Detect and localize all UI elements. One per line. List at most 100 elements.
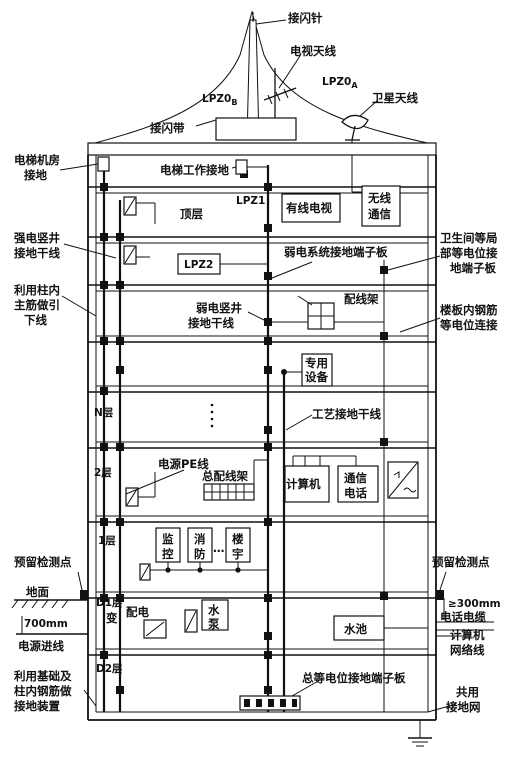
continuation-dot — [210, 424, 214, 428]
bonding-block — [380, 592, 388, 600]
parapet — [87, 142, 437, 156]
bonding-block — [264, 594, 272, 602]
label-depth-700: 700mm — [24, 618, 68, 630]
panel-diagonal — [124, 246, 136, 264]
label-pump-1: 水 — [208, 603, 220, 617]
label-common-grid-1: 共用 — [456, 685, 479, 699]
label-column-rebar-2: 主筋做引 — [14, 298, 60, 312]
bonding-block — [380, 266, 388, 274]
label-dedicated: 专用 — [305, 356, 328, 370]
bonding-block — [116, 281, 124, 289]
label-foundation-3: 接地装置 — [14, 699, 60, 713]
label-weak-shaft-trunk: 接地干线 — [188, 316, 234, 330]
label-equipotential-bond: 等电位连接 — [439, 318, 498, 332]
label-lightning-rod: 接闪针 — [288, 11, 323, 25]
bonding-block — [100, 337, 108, 345]
label-bathroom-2: 部等电位接 — [440, 246, 498, 260]
roof-zone — [87, 10, 437, 193]
bonding-block — [100, 443, 108, 451]
continuation-dot — [210, 403, 214, 407]
label-gte-300: ≥300mm — [448, 598, 501, 610]
bonding-block — [116, 518, 124, 526]
label-monitor-2: 控 — [162, 547, 174, 561]
continuation-dot — [210, 417, 214, 421]
floor-slabs — [88, 186, 436, 656]
label-satellite-antenna: 卫星天线 — [372, 91, 418, 105]
bonding-block — [116, 686, 124, 694]
label-computer: 计算机 — [286, 477, 321, 491]
bonding-block — [380, 438, 388, 446]
bonding-block — [264, 224, 272, 232]
bonding-block — [380, 332, 388, 340]
label-power-pe: 电源PE线 — [158, 457, 209, 471]
labels: 接闪针 电视天线 LPZ0B LPZ0A 卫星天线 接闪带 电梯机房 接地 电梯… — [13, 11, 501, 714]
label-monitor-1: 监 — [162, 532, 174, 546]
cable-tv-box — [281, 193, 341, 223]
label-elevator-room: 电梯机房 — [14, 153, 60, 167]
label-strong-shaft-trunk: 接地干线 — [14, 246, 60, 260]
label-elevator-room-ground: 接地 — [24, 168, 47, 182]
label-bathroom-1: 卫生间等局 — [440, 231, 498, 245]
computer-box — [284, 465, 330, 503]
label-column-rebar-3: 下线 — [24, 313, 47, 327]
continuation-dot — [210, 410, 214, 414]
label-power-incoming: 电源进线 — [18, 639, 64, 653]
bonding-block — [100, 518, 108, 526]
label-test-point-right: 预留检测点 — [432, 555, 490, 569]
label-common-grid-2: 接地网 — [446, 700, 481, 714]
label-computer-net-2: 网络线 — [450, 643, 485, 657]
label-building-1: 楼 — [232, 532, 244, 546]
label-telecom-1: 通信 — [344, 471, 367, 485]
bonding-block — [100, 233, 108, 241]
bonding-block — [116, 233, 124, 241]
label-substation-2: 配电 — [126, 605, 149, 619]
bonding-block — [100, 281, 108, 289]
test-point-left — [80, 590, 88, 600]
monitoring-box — [155, 527, 181, 563]
water-pump-box — [201, 599, 229, 631]
bonding-block — [100, 651, 108, 659]
label-lpz0a: LPZ0A — [322, 76, 358, 90]
building — [87, 142, 437, 721]
elevator-room-box — [97, 156, 110, 172]
wireless-comms-box — [361, 185, 401, 227]
label-substation-1: 变 — [106, 611, 118, 625]
label-pump-2: 泵 — [208, 617, 220, 631]
bonding-block — [264, 632, 272, 640]
label-fire-1: 消 — [194, 532, 206, 546]
telecom-box — [337, 465, 379, 503]
bonding-block — [264, 518, 272, 526]
panel-diagonal — [124, 197, 136, 215]
dedicated-equipment-box — [301, 353, 333, 387]
building-automation-box — [225, 527, 251, 563]
label-process-trunk: 工艺接地干线 — [312, 407, 381, 421]
label-fire-2: 防 — [194, 547, 206, 561]
label-ellipsis: … — [213, 541, 225, 555]
leader-lines — [59, 19, 457, 713]
bonding-block — [100, 594, 108, 602]
water-pool-box — [333, 615, 385, 641]
bonding-block — [116, 443, 124, 451]
bonding-block — [264, 272, 272, 280]
label-distribution-frame: 配线架 — [344, 292, 379, 306]
test-point-right — [436, 590, 444, 600]
label-column-rebar-1: 利用柱内 — [13, 283, 60, 297]
bonding-block — [264, 651, 272, 659]
bonding-block — [100, 387, 108, 395]
label-lpz2: LPZ2 — [184, 259, 213, 271]
bonding-block — [116, 594, 124, 602]
label-floor-n: N层 — [94, 407, 114, 419]
bonding-block — [264, 443, 272, 451]
label-floor-d1: D1层 — [96, 597, 123, 609]
label-floor-d2: D2层 — [96, 663, 123, 675]
label-foundation-2: 柱内钢筋做 — [14, 684, 72, 698]
lpz0b-protection-envelope — [87, 10, 437, 146]
label-test-point-left: 预留检测点 — [14, 555, 72, 569]
label-equipment: 设备 — [305, 370, 328, 384]
label-lpz1: LPZ1 — [236, 195, 265, 207]
elevator-control-box — [235, 159, 248, 175]
bonding-block — [264, 318, 272, 326]
bonding-block — [116, 337, 124, 345]
label-main-terminal: 总等电位接地端子板 — [302, 671, 406, 685]
